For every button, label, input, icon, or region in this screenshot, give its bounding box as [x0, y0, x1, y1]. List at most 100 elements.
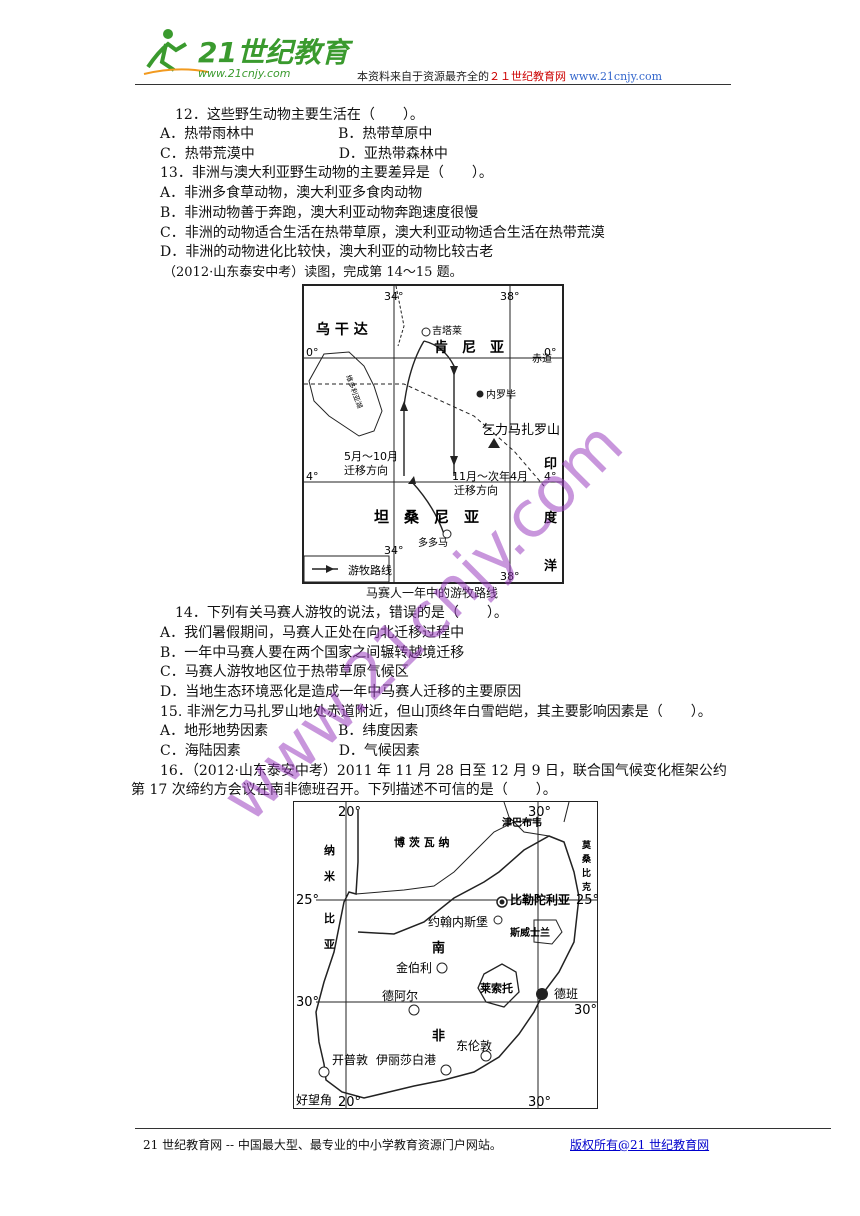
migration-route-south	[423, 340, 455, 476]
kimberley-marker	[436, 962, 448, 974]
johannesburg-label: 约翰内斯堡	[428, 914, 488, 929]
port-elizabeth-marker	[440, 1064, 452, 1076]
option-14-c: C．马赛人游牧地区位于热带草原气候区	[160, 664, 409, 680]
lon-38-label: 38°	[500, 290, 520, 303]
ocean-label-2: 度	[544, 510, 558, 526]
kilimanjaro-marker	[488, 438, 500, 448]
mozambique-label-1: 莫	[581, 839, 592, 851]
tanzania-label: 坦 桑 尼 亚	[374, 508, 479, 526]
cape-town-marker	[318, 1066, 330, 1078]
lon-20-bottom-label: 20°	[338, 1095, 361, 1110]
lon-30-bottom-label: 30°	[528, 1095, 551, 1110]
nairobi-label: 内罗毕	[486, 388, 516, 401]
namibia-label-4: 亚	[324, 938, 335, 951]
option-13-b: B．非洲动物善于奔跑，澳大利亚动物奔跑速度很慢	[160, 205, 479, 221]
lesotho-outline	[477, 963, 520, 1008]
logo-main-text: 21世纪教育	[198, 36, 354, 69]
maasai-migration-map: 34° 38° 0° 0° 4° 4° 乌 干 达 肯 尼 亚 赤道 吉塔莱 内…	[302, 284, 564, 584]
option-14-d: D．当地生态环境恶化是造成一年中马赛人迁移的主要原因	[160, 684, 522, 700]
header-note: 本资料来自于资源最齐全的２１世纪教育网 www.21cnjy.com	[357, 68, 662, 84]
lon-20-top-label: 20°	[338, 805, 361, 820]
south-africa-map: 20° 30° 20° 30° 25° 25° 30° 30° 博 茨 瓦 纳 …	[293, 801, 599, 1110]
dodoma-marker	[442, 529, 452, 539]
border-line	[304, 383, 545, 487]
lake-victoria-outline	[308, 351, 383, 437]
lesotho-label: 莱索托	[480, 981, 513, 995]
header-divider	[135, 84, 731, 85]
gitarama-marker	[421, 327, 431, 337]
mozambique-label-2: 桑	[581, 854, 592, 865]
ocean-label-3: 洋	[544, 558, 557, 574]
de-aar-marker	[408, 1004, 420, 1016]
option-14-b: B．一年中马赛人要在两个国家之间辗转越境迁移	[160, 645, 465, 661]
question-12: 12．这些野生动物主要生活在（ ）。	[175, 107, 424, 123]
lat-4-right-label: 4°	[544, 470, 557, 483]
lat-4-left-label: 4°	[306, 470, 319, 483]
uganda-label: 乌 干 达	[316, 321, 368, 338]
namibia-label-1: 纳	[324, 843, 335, 857]
durban-marker	[536, 988, 548, 1000]
africa-label: 非	[432, 1028, 445, 1044]
header-note-url[interactable]: www.21cnjy.com	[569, 70, 663, 83]
option-13-d: D．非洲的动物进化比较快，澳大利亚的动物比较古老	[160, 244, 494, 260]
cape-town-label: 开普敦	[332, 1052, 368, 1067]
botswana-label: 博 茨 瓦 纳	[394, 835, 450, 849]
lat-30-left-label: 30°	[296, 995, 319, 1010]
cape-label: 好望角	[296, 1093, 332, 1107]
ocean-label-1: 印	[544, 457, 557, 472]
east-london-label: 东伦敦	[456, 1038, 492, 1053]
lat-0-right-label: 0°	[544, 346, 557, 359]
option-15-cd: C．海陆因素 D．气候因素	[160, 743, 420, 759]
option-13-c: C．非洲的动物适合生活在热带草原，澳大利亚动物适合生活在热带荒漠	[160, 225, 605, 241]
option-12-ab: A．热带雨林中 B．热带草原中	[160, 126, 433, 142]
footer-divider	[135, 1128, 831, 1129]
lon-38-bottom-label: 38°	[500, 570, 520, 583]
migration-label-may-oct: 5月～10月	[344, 450, 398, 463]
option-14-a: A．我们暑假期间，马赛人正处在向北迁移过程中	[160, 625, 465, 641]
johannesburg-marker	[493, 915, 503, 925]
nairobi-marker	[476, 390, 484, 398]
lon-30-top-label: 30°	[528, 805, 551, 820]
lon-34-label: 34°	[384, 290, 404, 303]
map1-caption: 马赛人一年中的游牧路线	[366, 586, 499, 600]
port-elizabeth-label: 伊丽莎白港	[376, 1052, 436, 1067]
lat-25-right-label: 25°	[576, 893, 599, 908]
south-label: 南	[432, 940, 445, 956]
legend-label: 游牧路线	[348, 563, 392, 577]
equator-label: 赤道	[532, 352, 552, 365]
migration-dir1-label: 迁移方向	[344, 463, 388, 477]
lat-0-left-label: 0°	[306, 346, 319, 359]
migration-dir2-label: 迁移方向	[454, 483, 498, 497]
section-14-15-intro: （2012·山东泰安中考）读图，完成第 14～15 题。	[163, 265, 463, 280]
namibia-label-3: 比	[324, 911, 335, 925]
kilimanjaro-label: 乞力马扎罗山	[482, 423, 560, 438]
option-12-cd: C．热带荒漠中 D．亚热带森林中	[160, 146, 448, 162]
swaziland-outline	[533, 919, 563, 945]
question-16-line1: 16．（2012·山东泰安中考）2011 年 11 月 28 日至 12 月 9…	[160, 763, 727, 779]
pretoria-label: 比勒陀利亚	[510, 892, 570, 907]
question-16-line2: 第 17 次缔约方会议在南非德班召开。下列描述不可信的是（ ）。	[131, 782, 557, 798]
lake-label: 维多利亚湖	[344, 374, 364, 410]
zimbabwe-label: 津巴布韦	[502, 816, 542, 829]
question-13: 13．非洲与澳大利亚野生动物的主要差异是（ ）。	[160, 165, 493, 181]
question-14: 14．下列有关马赛人游牧的说法，错误的是（ ）。	[175, 605, 508, 621]
logo-url-text: www.21cnjy.com	[198, 67, 291, 80]
mozambique-label-3: 比	[582, 867, 591, 879]
de-aar-label: 德阿尔	[382, 988, 418, 1003]
swaziland-label: 斯威士兰	[510, 926, 550, 939]
lon-34-bottom-label: 34°	[384, 544, 404, 557]
footer-copyright-link[interactable]: 版权所有@21 世纪教育网	[570, 1138, 710, 1152]
namibia-label-2: 米	[323, 869, 336, 883]
lat-30-right-label: 30°	[574, 1003, 597, 1018]
header-note-prefix: 本资料来自于资源最齐全的	[357, 70, 489, 83]
option-13-a: A．非洲多食草动物，澳大利亚多食肉动物	[160, 185, 423, 201]
migration-label-nov-apr: 11月～次年4月	[452, 469, 528, 483]
lat-25-left-label: 25°	[296, 893, 319, 908]
option-15-ab: A．地形地势因素 B．纬度因素	[160, 723, 419, 739]
kimberley-label: 金伯利	[396, 960, 432, 975]
south-africa-outline	[315, 810, 580, 1099]
durban-label: 德班	[554, 986, 578, 1001]
mozambique-label-4: 克	[582, 881, 591, 893]
dodoma-label: 多多马	[418, 536, 448, 549]
footer-left: 21 世纪教育网 -- 中国最大型、最专业的中小学教育资源门户网站。	[143, 1138, 502, 1152]
